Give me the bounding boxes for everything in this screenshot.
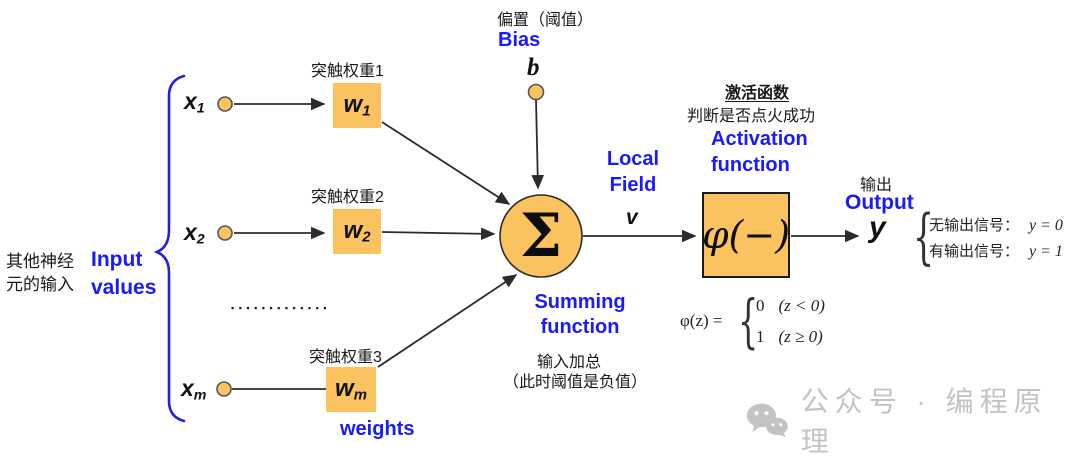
x2-base: x: [184, 219, 197, 245]
input-node-xm: [216, 381, 232, 397]
output-symbol: y: [869, 211, 886, 244]
output-label-en: Output: [845, 191, 914, 214]
local-field-symbol: v: [626, 206, 638, 229]
watermark: 公众号 · 编程原理: [745, 380, 1080, 460]
input-values-label: Input values: [91, 248, 157, 299]
weight-label-1: 突触权重1: [311, 63, 384, 80]
output-case-1: 有输出信号： y = 1: [929, 240, 1063, 261]
activation-title-cn: 激活函数: [725, 85, 790, 102]
w2-base: w: [343, 217, 363, 245]
output-case-1-label: 有输出信号：: [929, 244, 1020, 260]
summing-function-label: Summing function: [534, 291, 626, 338]
activation-box: φ(−): [702, 192, 790, 278]
arrow-w2-to-sum: [381, 227, 496, 241]
equation-case-1-cond: (z ≥ 0): [778, 327, 823, 346]
bias-node: [527, 83, 545, 101]
side-note-other-neurons: 其他神经 元的输入: [6, 252, 74, 294]
xm-base: x: [181, 375, 194, 401]
equation-case-0-value: 0: [756, 296, 765, 315]
bias-label-cn: 偏置（阈值）: [497, 12, 594, 29]
equation-lhs: φ(z) =: [680, 311, 723, 330]
x2-sub: 2: [196, 231, 205, 248]
input-symbol-xm: xm: [181, 375, 206, 404]
xm-sub: m: [193, 387, 207, 404]
summing-note-2: （此时阈值是负值）: [503, 374, 648, 391]
wm-sub: m: [353, 387, 367, 404]
w1-sub: 1: [362, 103, 371, 120]
equation-brace-glyph: {: [738, 287, 759, 355]
phi-box-symbol: φ(−): [701, 213, 791, 257]
output-case-0-value: y = 0: [1029, 217, 1063, 234]
wm-base: w: [335, 375, 354, 403]
arrow-w1-to-sum: [381, 121, 511, 205]
weights-label: weights: [340, 418, 415, 440]
input-symbol-x1: x1: [184, 88, 205, 117]
equation-brace: {: [738, 292, 775, 350]
input-group-brace: [153, 74, 186, 423]
x1-base: x: [184, 88, 197, 114]
summing-note-1: 输入加总: [537, 354, 602, 371]
input-symbol-x2: x2: [184, 219, 205, 248]
equation-case-1-value: 1: [756, 327, 765, 346]
output-case-0: 无输出信号： y = 0: [929, 214, 1063, 235]
x1-sub: 1: [196, 100, 205, 117]
w2-sub: 2: [362, 229, 371, 246]
output-cases-brace: {: [913, 207, 951, 267]
output-label-cn: 输出: [860, 177, 893, 194]
weight-label-2: 突触权重2: [311, 189, 384, 206]
output-case-0-label: 无输出信号：: [929, 218, 1020, 234]
local-field-label: Local Field: [606, 148, 660, 196]
output-brace-glyph: {: [913, 202, 935, 272]
summing-node: [499, 194, 583, 278]
weight-box-w1: w1: [333, 83, 381, 128]
equation-case-1: 1 (z ≥ 0): [756, 327, 823, 347]
input-ellipsis: ▪▪▪▪▪▪▪▪▪▪▪▪▪: [231, 303, 331, 313]
equation-case-0: 0 (z < 0): [756, 296, 825, 316]
activation-function-label: Activation function: [711, 128, 808, 176]
equation-case-0-cond: (z < 0): [778, 296, 825, 315]
watermark-text: 公众号 · 编程原理: [800, 386, 1048, 457]
input-node-x2: [217, 225, 233, 241]
weight-label-3: 突触权重3: [309, 349, 382, 366]
wechat-icon: [746, 403, 788, 438]
w1-base: w: [343, 91, 363, 119]
activation-subtitle-cn: 判断是否点火成功: [687, 108, 816, 125]
arrow-wm-to-sum: [377, 274, 518, 368]
arrow-bias-to-sum: [531, 99, 545, 190]
input-node-x1: [217, 96, 233, 112]
diagram-connector-layer: [153, 74, 860, 423]
weight-box-w2: w2: [333, 209, 381, 254]
neuron-diagram-canvas: { "colors": { "accent_blue": "#1a1aff", …: [6, 12, 1063, 457]
weight-box-wm: wm: [326, 367, 376, 412]
output-case-1-value: y = 1: [1029, 243, 1063, 260]
sigma-symbol: Σ: [519, 201, 563, 271]
bias-label-en: Bias: [498, 29, 541, 51]
bias-symbol: b: [527, 54, 540, 81]
